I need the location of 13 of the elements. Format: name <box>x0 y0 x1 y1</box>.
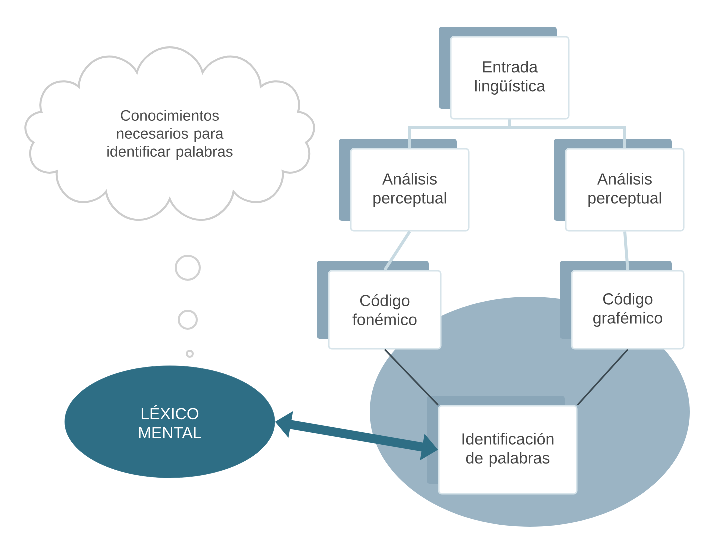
process-box: Entrada lingüística <box>439 27 570 120</box>
process-box: Análisis perceptual <box>339 139 470 232</box>
connector-line <box>508 120 626 148</box>
process-box: Código fonémico <box>317 261 442 350</box>
connector-line <box>384 349 439 406</box>
process-box: Identificación de palabras <box>427 396 578 495</box>
connector-line <box>577 349 629 406</box>
process-box: Código grafémico <box>560 261 685 350</box>
connector-line <box>624 232 630 270</box>
connector-line <box>384 230 412 272</box>
ellipse-node: LÉXICO MENTAL <box>64 366 276 478</box>
thought-cloud: Conocimientos necesarios para identificar palabras <box>24 46 316 222</box>
process-box: Análisis perceptual <box>554 139 685 232</box>
